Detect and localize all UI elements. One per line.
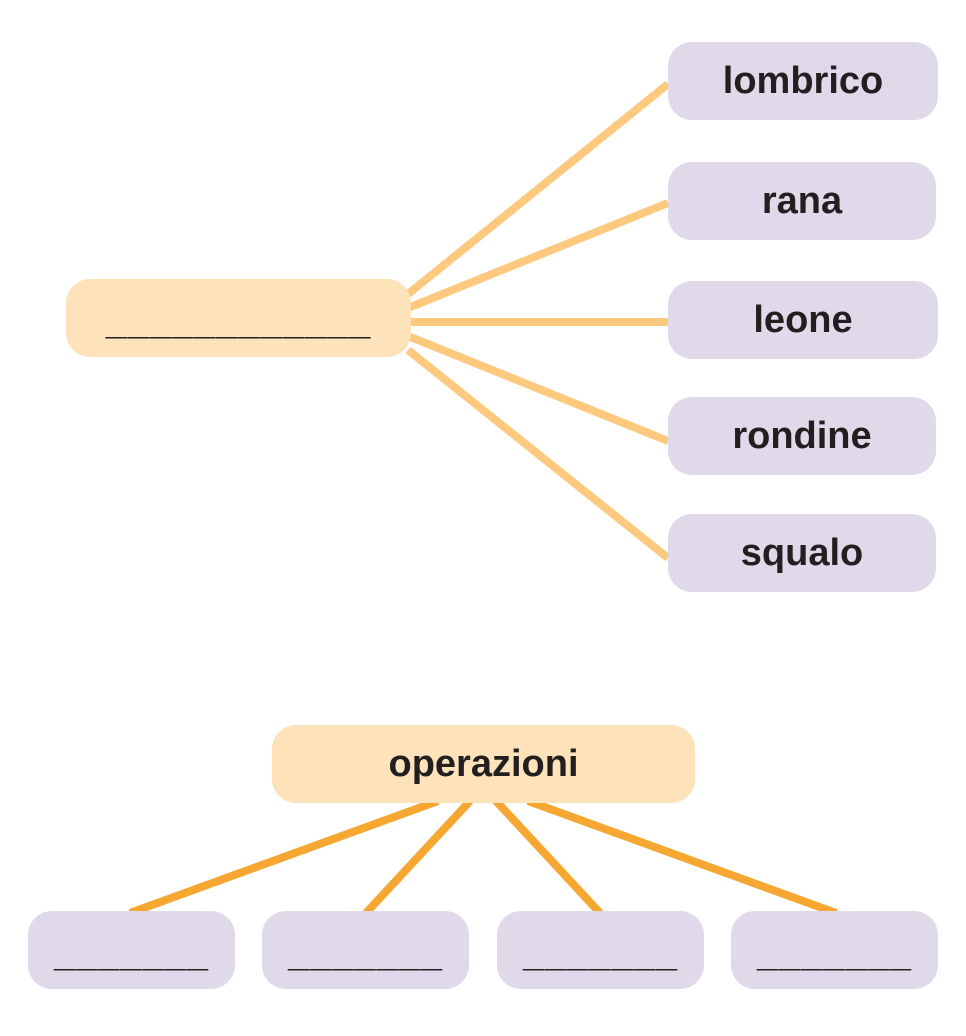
diagram-1-connectors [405,80,671,562]
root-blank-box: ____________ [66,279,411,357]
leaf-label-rondine: rondine [732,414,872,457]
child-blank-label-1: _______ [54,932,209,975]
child-blank-label-3: _______ [523,932,678,975]
root-blank-label: ____________ [105,300,372,343]
connector-operazioni-child-2 [363,798,473,916]
diagram-2-connectors [128,797,838,917]
child-blank-box-2: _______ [262,911,469,989]
leaf-label-squalo: squalo [740,531,864,574]
connector-operazioni-child-1 [128,797,440,917]
child-blank-box-3: _______ [497,911,704,989]
root-box-operazioni: operazioni [272,725,695,803]
child-blank-label-4: _______ [757,932,912,975]
connector-operazioni-child-4 [526,797,838,917]
leaf-label-rana: rana [761,179,843,222]
root-label-operazioni: operazioni [388,742,579,785]
connector-root-rana [406,199,670,312]
child-blank-label-2: _______ [288,932,443,975]
connector-root-rondine [406,332,670,445]
connector-operazioni-child-3 [493,798,603,916]
leaf-label-leone: leone [753,298,853,341]
connector-root-lombrico [405,80,671,298]
leaf-box-lombrico: lombrico [668,42,938,120]
leaf-box-rana: rana [668,162,936,240]
child-blank-box-1: _______ [28,911,235,989]
leaf-box-leone: leone [668,281,938,359]
child-blank-box-4: _______ [731,911,938,989]
leaf-label-lombrico: lombrico [722,59,884,102]
connector-root-squalo [405,346,671,562]
leaf-box-squalo: squalo [668,514,936,592]
leaf-box-rondine: rondine [668,397,936,475]
